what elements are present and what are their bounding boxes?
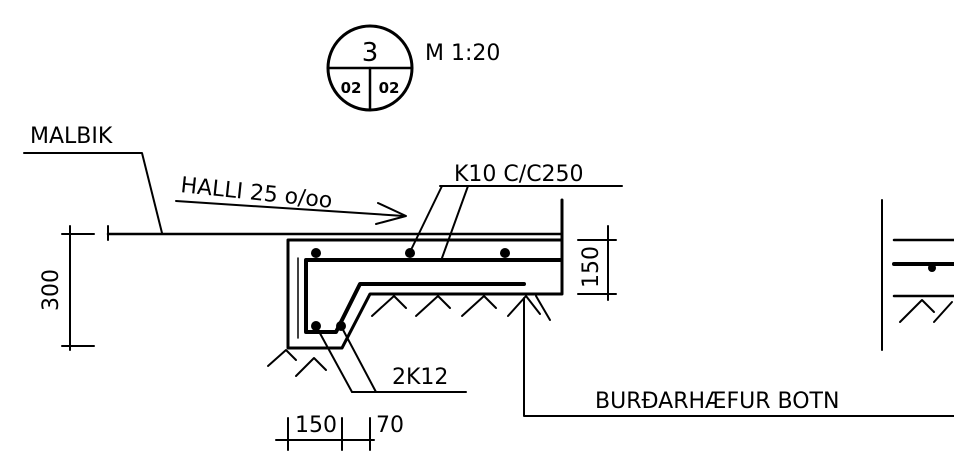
dim-slab-thickness: 150: [577, 225, 617, 301]
subgrade-leader: [523, 297, 954, 417]
hatch-2: [415, 295, 451, 317]
hatch-3: [461, 295, 497, 317]
dim-150v-value: 150: [579, 246, 604, 288]
rebar-dot-1: [311, 248, 321, 258]
top-rebar-leader-1: [409, 185, 443, 253]
hatch-4: [507, 295, 541, 317]
detail-marker: 3 02 02 M 1:20: [326, 24, 500, 112]
scale-label: M 1:20: [425, 41, 500, 66]
slope-arrow-shaft: [175, 200, 405, 217]
right-hatch-2: [933, 301, 953, 323]
detail-number: 3: [362, 38, 379, 68]
slope-label: HALLI 25 o/oo: [179, 173, 333, 214]
dim-beam-width: 150 70: [275, 413, 404, 451]
ground-hatch: [267, 295, 551, 377]
dim-300-value: 300: [39, 269, 64, 311]
top-rebar-leader-2: [441, 185, 469, 259]
dim-150h-value: 150: [295, 413, 337, 438]
bottom-rebar-leader-2: [340, 325, 377, 393]
right-rebar-dot: [928, 264, 936, 272]
surface-leader: [23, 152, 163, 234]
rebar-dot-2: [405, 248, 415, 258]
surface-label: MALBIK: [30, 124, 113, 149]
slope-callout: HALLI 25 o/oo: [175, 173, 407, 225]
detail-sheet-right: 02: [379, 79, 400, 97]
hatch-6: [267, 349, 297, 367]
hatch-5: [535, 295, 551, 321]
top-rebar-callout: K10 C/C250: [409, 162, 623, 259]
dim-total-height: 300: [39, 225, 95, 351]
bottom-rebar-label: 2K12: [392, 365, 448, 390]
bottom-rebar-callout: 2K12: [315, 325, 467, 393]
hatch-1: [371, 295, 407, 317]
rebar-dot-3: [500, 248, 510, 258]
slab-section: [286, 198, 564, 350]
bottom-rebar-leader-1: [315, 325, 353, 393]
detail-sheet-left: 02: [341, 79, 362, 97]
rebar-main-bar: [304, 258, 562, 334]
top-rebar-label: K10 C/C250: [454, 162, 584, 187]
dim-70-value: 70: [376, 413, 404, 438]
slab-outline: [286, 198, 564, 350]
right-hatch-1: [899, 299, 935, 323]
subgrade-callout: BURÐARHÆFUR BOTN: [523, 297, 954, 417]
hatch-7: [295, 357, 327, 377]
right-partial-section: [881, 199, 954, 351]
slope-arrow-head: [375, 202, 407, 225]
subgrade-label: BURÐARHÆFUR BOTN: [595, 389, 839, 414]
surface-callout: MALBIK: [23, 124, 163, 234]
reinforcement: [304, 248, 562, 334]
